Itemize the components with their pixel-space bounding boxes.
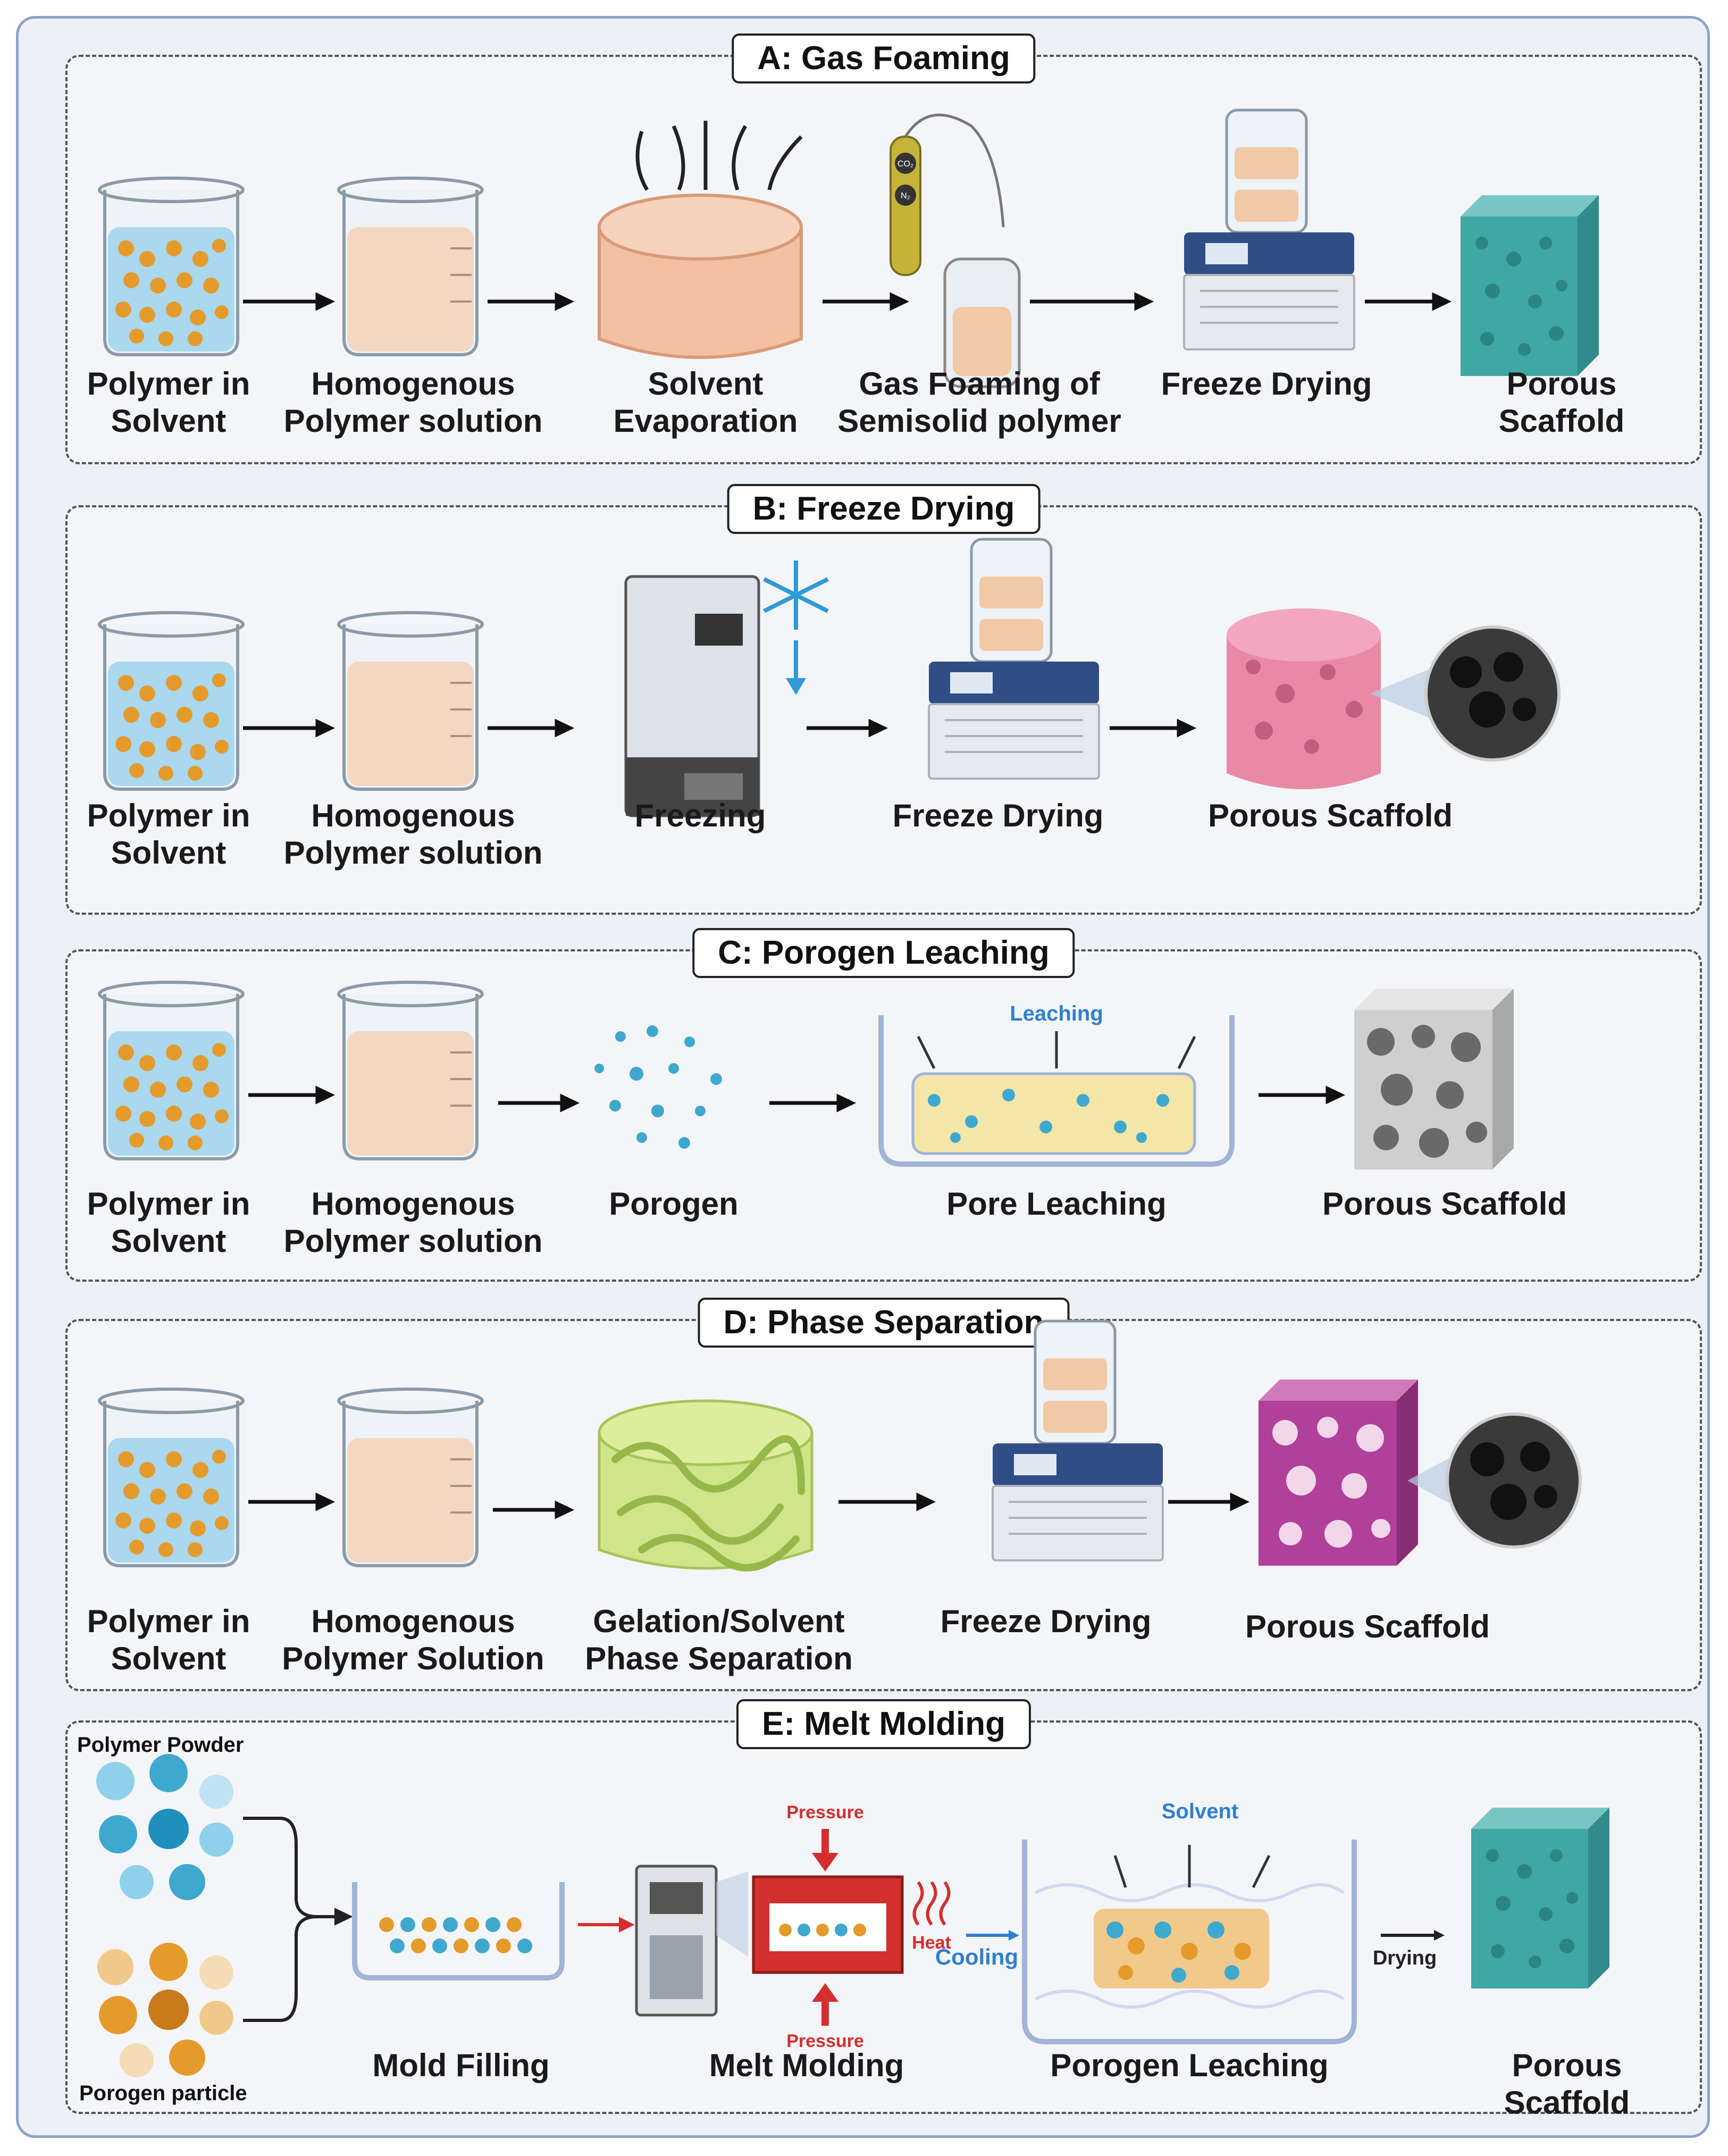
pressure-bottom-label: Pressure	[786, 2031, 864, 2051]
porous-scaffold-teal-cube	[1471, 1808, 1609, 1988]
process-arrows	[243, 292, 1452, 311]
gas-n2-label: N₂	[901, 191, 910, 200]
label-gas-foaming: Gas Foaming of Semisolid polymer	[837, 366, 1121, 439]
porogen-particle-label: Porogen particle	[79, 2082, 247, 2105]
panel-title: A: Gas Foaming	[732, 34, 1036, 83]
leaching-tray: Leaching	[878, 1002, 1235, 1167]
leaching-label: Leaching	[1010, 1002, 1103, 1025]
label-porogen: Porogen	[609, 1186, 739, 1222]
drying-label: Drying	[1373, 1947, 1437, 1969]
solvent-label: Solvent	[1162, 1800, 1238, 1823]
freeze-dryer-icon	[929, 539, 1099, 779]
snowflake-icon	[763, 561, 829, 695]
freeze-dryer-icon	[1184, 110, 1354, 349]
label-homogenous-solution: Homogenous Polymer solution	[283, 798, 543, 871]
label-solvent-evaporation: Solvent Evaporation	[613, 366, 798, 439]
panel-freeze-drying: B: Freeze Drying	[65, 484, 1702, 915]
process-arrows	[248, 1085, 1346, 1113]
panel-melt-molding: E: Melt Molding	[65, 1699, 1702, 2120]
mold-tray	[352, 1882, 565, 1980]
panel-phase-separation: D: Phase Separation	[65, 1298, 1702, 1691]
label-freeze-drying: Freeze Drying	[1161, 366, 1372, 402]
freeze-dryer-icon	[993, 1321, 1163, 1560]
solvent-bath: Solvent	[1022, 1800, 1357, 2044]
heated-press: Pressure Pressure Heat	[716, 1802, 951, 2051]
porogen-particles	[594, 1025, 722, 1149]
freezer-icon	[624, 575, 760, 817]
panel-d-illustrations	[68, 1321, 1582, 1572]
drying-arrow: Drying	[1373, 1930, 1445, 1969]
merge-bracket	[243, 1817, 353, 2022]
process-arrows	[243, 718, 1197, 738]
porogen-particle-spheres	[97, 1943, 233, 2077]
label-porous-scaffold: Porous Scaffold	[1207, 798, 1453, 833]
label-porous-scaffold: Porous Scaffold	[1504, 2048, 1630, 2120]
label-porous-scaffold: Porous Scaffold	[1322, 1186, 1567, 1222]
label-mold-filling: Mold Filling	[372, 2048, 550, 2083]
beaker-homogenous-solution	[339, 1389, 482, 1566]
panel-title: B: Freeze Drying	[727, 484, 1041, 534]
beaker-homogenous-solution	[339, 613, 482, 789]
panel-a-illustrations: CO₂ N₂	[68, 57, 1599, 388]
label-freeze-drying: Freeze Drying	[892, 798, 1104, 833]
polymer-powder-spheres	[96, 1754, 233, 1900]
melt-molding-machine	[635, 1865, 718, 2017]
beaker-homogenous-solution	[339, 982, 482, 1159]
label-homogenous-solution: Homogenous Polymer Solution	[282, 1603, 544, 1676]
panel-b-illustrations	[68, 507, 1561, 817]
panel-gas-foaming: A: Gas Foaming CO₂ N₂	[65, 34, 1702, 464]
gel-disc	[598, 1399, 813, 1572]
panel-c-illustrations: Leaching	[68, 951, 1514, 1169]
porous-scaffold-teal-cube	[1461, 195, 1599, 376]
polymer-powder-label: Polymer Powder	[77, 1733, 244, 1757]
label-homogenous-solution: Homogenous Polymer solution	[283, 1186, 543, 1259]
beaker-polymer-in-solvent	[99, 613, 243, 789]
label-porogen-leaching: Porogen Leaching	[1050, 2048, 1329, 2083]
porous-scaffold-magenta-cube	[1259, 1380, 1418, 1566]
panel-porogen-leaching: C: Porogen Leaching Leaching	[65, 928, 1702, 1282]
label-gelation: Gelation/Solvent Phase Separation	[585, 1603, 853, 1676]
panel-e-illustrations: Pressure Pressure Heat Cooling Solvent D…	[96, 1754, 1609, 2077]
label-pore-leaching: Pore Leaching	[946, 1186, 1167, 1222]
porous-scaffold-pink-cylinder	[1227, 608, 1561, 789]
heat-label: Heat	[912, 1933, 951, 1953]
beaker-polymer-in-solvent	[99, 982, 243, 1159]
label-freezing: Freezing	[634, 798, 766, 833]
red-arrow	[578, 1917, 635, 1933]
beaker-polymer-in-solvent	[99, 178, 243, 355]
label-polymer-in-solvent: Polymer in Solvent	[87, 366, 250, 439]
process-arrows	[248, 1492, 1250, 1519]
beaker-homogenous-solution	[339, 178, 482, 355]
label-polymer-in-solvent: Polymer in Solvent	[87, 1186, 250, 1259]
beaker-polymer-in-solvent	[99, 1389, 243, 1566]
figure-frame: A: Gas Foaming CO₂ N₂	[16, 16, 1710, 2138]
label-porous-scaffold: Porous Scaffold	[1498, 366, 1625, 439]
porous-scaffold-gray-cube	[1354, 989, 1514, 1169]
label-freeze-drying: Freeze Drying	[940, 1603, 1152, 1639]
cooling-label: Cooling	[935, 1944, 1018, 1969]
label-homogenous-solution: Homogenous Polymer solution	[283, 366, 543, 439]
label-melt-molding: Melt Molding	[709, 2048, 904, 2083]
solvent-evaporation-disc	[598, 121, 803, 359]
sem-inset	[1407, 1413, 1582, 1549]
panel-title: C: Porogen Leaching	[692, 928, 1075, 978]
label-polymer-in-solvent: Polymer in Solvent	[87, 1603, 250, 1676]
label-polymer-in-solvent: Polymer in Solvent	[87, 798, 250, 871]
gas-co2-label: CO₂	[897, 160, 913, 169]
panel-title: E: Melt Molding	[736, 1699, 1031, 1749]
cooling-arrow: Cooling	[935, 1930, 1019, 1969]
gas-cylinder-icon: CO₂ N₂	[890, 113, 1021, 388]
label-porous-scaffold: Porous Scaffold	[1245, 1609, 1490, 1644]
pressure-top-label: Pressure	[786, 1802, 864, 1823]
